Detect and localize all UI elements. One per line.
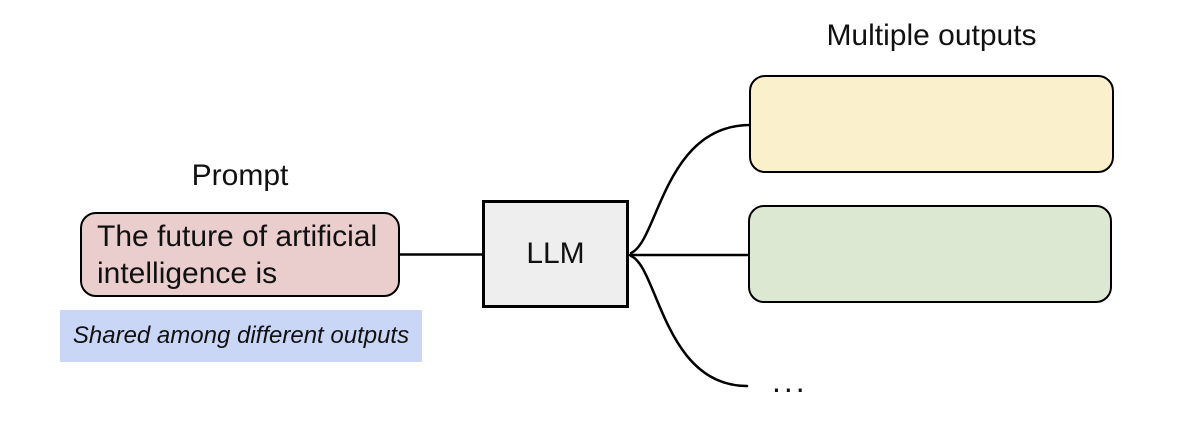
- connector-llm-to-ellipsis: [629, 254, 749, 388]
- llm-label: LLM: [526, 237, 585, 270]
- llm-box: LLM: [482, 200, 629, 308]
- output-box-1: [749, 75, 1114, 173]
- prompt-box: The future of artificial intelligence is: [80, 212, 400, 297]
- more-outputs-ellipsis: ...: [772, 363, 808, 399]
- prompt-text: The future of artificial intelligence is: [97, 219, 378, 290]
- prompt-title: Prompt: [191, 159, 289, 192]
- multiple-outputs-title: Multiple outputs: [826, 19, 1037, 52]
- shared-note-text: Shared among different outputs: [72, 322, 410, 349]
- connector-llm-to-output-top: [629, 123, 752, 255]
- shared-note-highlight: Shared among different outputs: [60, 310, 422, 362]
- output-box-2: [748, 205, 1112, 303]
